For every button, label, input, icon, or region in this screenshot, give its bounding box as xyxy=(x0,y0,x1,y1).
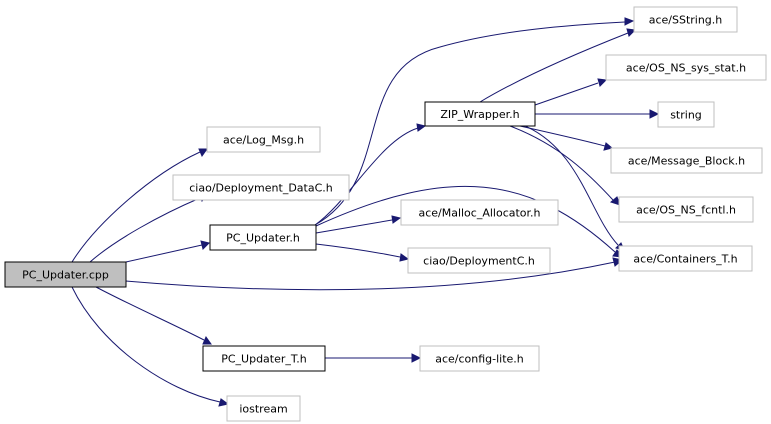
node-ace-message-block-h-box xyxy=(610,147,763,174)
node-ace-malloc-allocator-h-label: ace/Malloc_Allocator.h xyxy=(418,207,540,220)
edge-cpp-to-iostream-arrowhead xyxy=(218,398,230,407)
node-ace-log-msg-h-label: ace/Log_Msg.h xyxy=(223,134,304,147)
node-ace-config-lite-h[interactable]: ace/config-lite.h xyxy=(419,345,540,372)
edge-zip-wrapper-to-string-arrowhead xyxy=(649,109,660,119)
node-pc-updater-h-box xyxy=(209,224,317,251)
node-ace-os-ns-sys-stat-h-box xyxy=(605,54,767,81)
edges xyxy=(71,17,660,407)
edge-pc-updater-h-to-zip-wrapper-arrowhead xyxy=(416,123,427,132)
node-ace-sstring-h-label: ace/SString.h xyxy=(649,14,723,27)
node-pc-updater-h-label: PC_Updater.h xyxy=(226,232,300,245)
edge-cpp-to-deployment-datac xyxy=(89,197,201,263)
node-iostream-label: iostream xyxy=(239,403,287,416)
node-pc-updater-cpp-label: PC_Updater.cpp xyxy=(22,269,109,282)
node-pc-updater-h[interactable]: PC_Updater.h xyxy=(209,224,317,251)
node-string-label: string xyxy=(670,109,702,122)
node-ace-sstring-h-box xyxy=(633,6,738,33)
edge-pc-updater-h-to-deploymentc xyxy=(315,243,401,258)
node-pc-updater-t-h-label: PC_Updater_T.h xyxy=(221,353,307,366)
node-iostream[interactable]: iostream xyxy=(226,395,301,422)
edge-cpp-to-containers xyxy=(125,261,616,291)
node-ace-log-msg-h[interactable]: ace/Log_Msg.h xyxy=(206,126,321,153)
node-pc-updater-t-h[interactable]: PC_Updater_T.h xyxy=(202,345,326,372)
node-ciao-deployment-datac-h-label: ciao/Deployment_DataC.h xyxy=(189,182,333,195)
edge-pc-updater-h-to-sstring xyxy=(314,21,626,226)
edge-cpp-to-log-msg-arrowhead xyxy=(198,148,208,158)
node-ace-malloc-allocator-h[interactable]: ace/Malloc_Allocator.h xyxy=(400,199,559,226)
node-iostream-box xyxy=(226,395,301,422)
node-ace-log-msg-h-box xyxy=(206,126,321,153)
edge-pc-updater-h-to-containers xyxy=(315,185,616,253)
edge-cpp-to-pc-updater-t-arrowhead xyxy=(202,335,212,345)
node-ace-sstring-h[interactable]: ace/SString.h xyxy=(633,6,738,33)
edge-pc-updater-h-to-malloc-allocator xyxy=(315,219,393,234)
node-string-box xyxy=(657,101,715,128)
edge-cpp-to-iostream xyxy=(71,286,221,403)
node-ciao-deployment-datac-h[interactable]: ciao/Deployment_DataC.h xyxy=(172,174,350,201)
nodes: PC_Updater.cpp ace/Log_Msg.h ciao/Deploy… xyxy=(4,6,767,422)
edge-pc-updater-h-to-deploymentc-arrowhead xyxy=(399,253,410,262)
edge-zip-wrapper-to-message-block-arrowhead xyxy=(603,142,614,151)
node-ace-containers-t-h[interactable]: ace/Containers_T.h xyxy=(618,245,753,272)
node-ace-os-ns-fcntl-h-box xyxy=(618,196,754,223)
edge-zip-wrapper-to-containers xyxy=(524,125,619,246)
node-ace-os-ns-fcntl-h[interactable]: ace/OS_NS_fcntl.h xyxy=(618,196,754,223)
edge-zip-wrapper-to-fcntl xyxy=(509,125,614,201)
node-ace-config-lite-h-label: ace/config-lite.h xyxy=(435,353,524,366)
node-ciao-deploymentc-h[interactable]: ciao/DeploymentC.h xyxy=(407,247,551,274)
edge-cpp-to-log-msg xyxy=(71,151,201,263)
node-ace-containers-t-h-box xyxy=(618,245,753,272)
node-ace-config-lite-h-box xyxy=(419,345,540,372)
node-zip-wrapper-h-box xyxy=(424,101,536,127)
node-ace-malloc-allocator-h-box xyxy=(400,199,559,226)
node-ace-os-ns-fcntl-h-label: ace/OS_NS_fcntl.h xyxy=(636,204,736,217)
node-ace-containers-t-h-label: ace/Containers_T.h xyxy=(633,253,737,266)
node-zip-wrapper-h-label: ZIP_Wrapper.h xyxy=(440,108,519,121)
node-ace-os-ns-sys-stat-h-label: ace/OS_NS_sys_stat.h xyxy=(626,62,746,75)
edge-zip-wrapper-to-message-block xyxy=(519,125,606,147)
edge-pc-updater-t-to-config-lite-arrowhead xyxy=(411,353,422,363)
edge-zip-wrapper-to-sstring-arrowhead xyxy=(626,28,637,37)
node-zip-wrapper-h[interactable]: ZIP_Wrapper.h xyxy=(424,101,536,127)
edge-cpp-to-pc-updater-h-arrowhead xyxy=(200,240,210,250)
edge-zip-wrapper-to-sys-stat-arrowhead xyxy=(597,78,608,87)
node-ace-message-block-h[interactable]: ace/Message_Block.h xyxy=(610,147,763,174)
edge-zip-wrapper-to-sstring xyxy=(479,32,629,103)
node-ciao-deploymentc-h-label: ciao/DeploymentC.h xyxy=(423,255,535,268)
node-pc-updater-cpp-box xyxy=(4,261,127,288)
node-ace-os-ns-sys-stat-h[interactable]: ace/OS_NS_sys_stat.h xyxy=(605,54,767,81)
edge-zip-wrapper-to-sys-stat xyxy=(534,82,599,106)
edge-pc-updater-h-to-sstring-arrowhead xyxy=(624,17,635,26)
node-ciao-deploymentc-h-box xyxy=(407,247,551,274)
edge-cpp-to-pc-updater-t xyxy=(95,286,205,341)
node-ace-message-block-h-label: ace/Message_Block.h xyxy=(628,155,745,168)
edge-pc-updater-h-to-malloc-allocator-arrowhead xyxy=(391,215,402,224)
edge-pc-updater-h-to-zip-wrapper xyxy=(314,127,419,226)
node-pc-updater-t-h-box xyxy=(202,345,326,372)
node-string[interactable]: string xyxy=(657,101,715,128)
edge-cpp-to-pc-updater-h xyxy=(125,244,203,263)
node-pc-updater-cpp[interactable]: PC_Updater.cpp xyxy=(4,261,127,288)
node-ciao-deployment-datac-h-box xyxy=(172,174,350,201)
